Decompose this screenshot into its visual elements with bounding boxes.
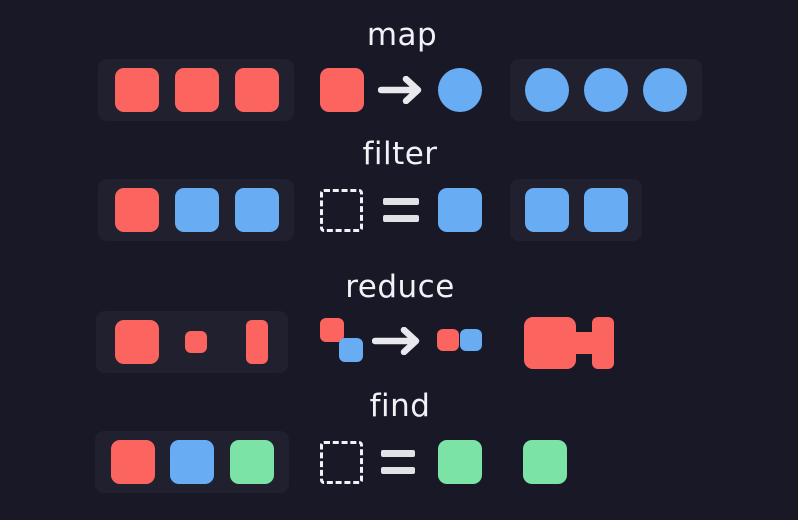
reduce-input-item-1 — [115, 320, 159, 364]
map-output-item-1 — [525, 68, 569, 112]
reduce-input-item-3 — [246, 320, 268, 364]
find-input-item-1 — [111, 440, 155, 484]
row-label-map: map — [366, 17, 438, 53]
map-output-item-3 — [643, 68, 687, 112]
filter-output-item-2 — [584, 188, 628, 232]
equals-icon — [383, 198, 419, 222]
find-output-item-1 — [523, 440, 567, 484]
map-input-item-2 — [175, 68, 219, 112]
row-label-filter: filter — [362, 136, 438, 172]
filter-input-item-3 — [235, 188, 279, 232]
arrow-right-icon — [378, 76, 426, 104]
find-predicate-placeholder-icon — [320, 441, 363, 484]
row-label-reduce: reduce — [345, 269, 455, 305]
reduce-operand-accumulator — [320, 318, 344, 342]
reduce-operand-current — [339, 338, 363, 362]
arrow-right-icon — [372, 327, 424, 355]
row-label-find: find — [369, 388, 431, 424]
reduce-result-part-2 — [460, 329, 482, 351]
find-predicate-match — [438, 440, 482, 484]
reduce-input-item-2 — [185, 331, 207, 353]
filter-predicate-placeholder-icon — [320, 189, 363, 232]
map-input-item-3 — [235, 68, 279, 112]
find-input-item-3 — [230, 440, 274, 484]
map-operand-target — [438, 68, 482, 112]
filter-output-item-1 — [525, 188, 569, 232]
map-input-item-1 — [115, 68, 159, 112]
equals-icon — [381, 450, 415, 474]
filter-input-item-1 — [115, 188, 159, 232]
reduce-blob-segment-tall — [592, 317, 614, 369]
find-input-item-2 — [170, 440, 214, 484]
map-operand-source — [320, 68, 364, 112]
reduce-blob-segment-large — [524, 317, 576, 369]
filter-input-item-2 — [175, 188, 219, 232]
filter-predicate-match — [438, 188, 482, 232]
reduce-result-part-1 — [437, 329, 459, 351]
map-output-item-2 — [584, 68, 628, 112]
